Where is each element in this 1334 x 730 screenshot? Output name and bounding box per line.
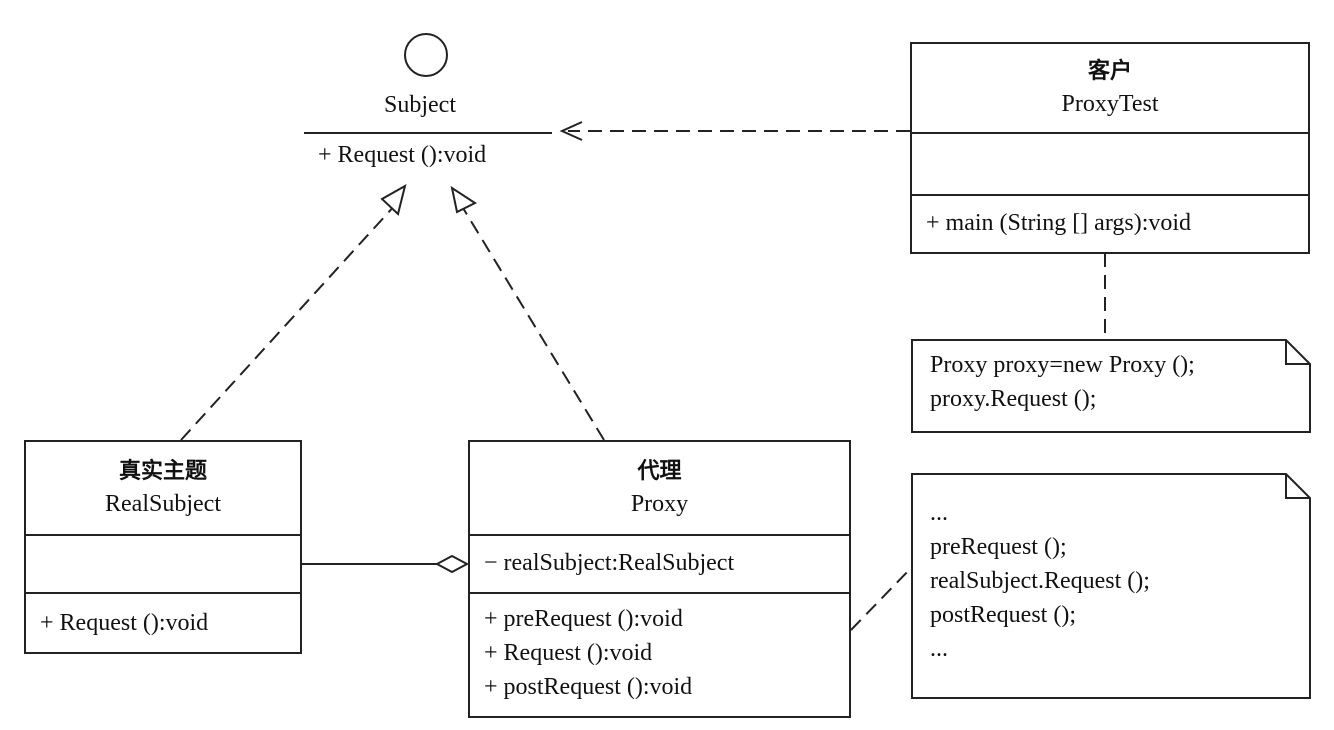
interface-circle-icon bbox=[404, 33, 448, 77]
dependency-arrowhead-icon bbox=[559, 121, 583, 141]
note-client: Proxy proxy=new Proxy (); proxy.Request … bbox=[912, 348, 1310, 432]
operation: + Request ():void bbox=[484, 640, 653, 666]
class-header: 代理 Proxy bbox=[470, 442, 849, 534]
class-title-cn: 客户 bbox=[1087, 59, 1132, 84]
note-proxy: ... preRequest (); realSubject.Request (… bbox=[912, 496, 1310, 696]
note-line: postRequest (); bbox=[930, 602, 1076, 628]
class-header: 真实主题 RealSubject bbox=[26, 442, 300, 534]
note-client-shape bbox=[911, 339, 1311, 433]
class-operations: + Request ():void bbox=[26, 592, 300, 652]
class-title-en: ProxyTest bbox=[1061, 91, 1159, 117]
realization-arrowhead-icon bbox=[450, 185, 478, 214]
class-attributes bbox=[912, 132, 1308, 194]
class-header: 客户 ProxyTest bbox=[912, 44, 1308, 132]
class-title-en: Proxy bbox=[630, 491, 689, 517]
operation: + postRequest ():void bbox=[484, 674, 693, 700]
interface-operation: + Request ():void bbox=[318, 142, 487, 168]
class-client: 客户 ProxyTest + main (String [] args):voi… bbox=[910, 42, 1310, 254]
note-line: ... bbox=[930, 500, 948, 526]
operation: + preRequest ():void bbox=[484, 606, 683, 632]
class-operations: + main (String [] args):void bbox=[912, 194, 1308, 252]
realization-realsubject-to-subject bbox=[180, 202, 398, 441]
interface-name: Subject bbox=[384, 92, 456, 118]
operation: + Request ():void bbox=[40, 610, 209, 636]
class-title-cn: 真实主题 bbox=[118, 459, 207, 484]
class-title-en: RealSubject bbox=[105, 491, 221, 517]
class-realsubject: 真实主题 RealSubject + Request ():void bbox=[24, 440, 302, 654]
note-line: proxy.Request (); bbox=[930, 386, 1097, 412]
class-proxy: 代理 Proxy − realSubject:RealSubject + pre… bbox=[468, 440, 851, 718]
class-operations: + preRequest ():void + Request ():void +… bbox=[470, 592, 849, 716]
note-line: Proxy proxy=new Proxy (); bbox=[930, 352, 1195, 378]
class-title-cn: 代理 bbox=[637, 459, 682, 484]
note-client-fold-icon bbox=[1285, 340, 1310, 365]
operation: + main (String [] args):void bbox=[926, 210, 1192, 236]
realization-proxy-to-subject bbox=[462, 207, 605, 441]
aggregation-diamond-icon bbox=[434, 554, 470, 574]
note-line: preRequest (); bbox=[930, 534, 1067, 560]
class-attributes bbox=[26, 534, 300, 592]
class-attributes: − realSubject:RealSubject bbox=[470, 534, 849, 592]
realization-arrowhead-icon bbox=[380, 183, 407, 216]
note-anchor-proxy bbox=[850, 566, 913, 631]
note-proxy-fold-icon bbox=[1285, 474, 1310, 499]
attribute: − realSubject:RealSubject bbox=[484, 550, 735, 576]
note-line: ... bbox=[930, 636, 948, 662]
note-line: realSubject.Request (); bbox=[930, 568, 1150, 594]
note-proxy-shape bbox=[911, 473, 1311, 699]
